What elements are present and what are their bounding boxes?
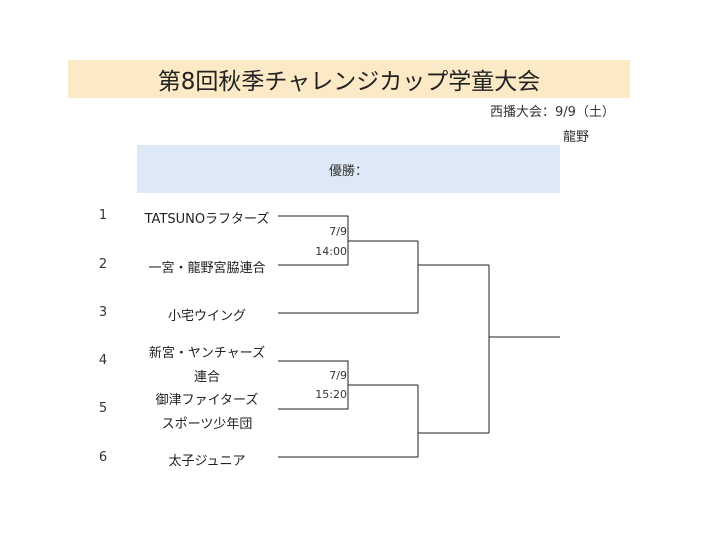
team-name: 太子ジュニア [168,454,246,469]
seed-number: 1 [98,208,108,223]
team-name-line: スポーツ少年団 [161,417,253,432]
team-name-line: 御津ファイターズ [155,393,259,408]
venue-name: 龍野 [563,130,590,145]
winner-box: 優勝： [137,145,560,193]
match-time: 15:20 [315,388,347,401]
tournament-title-band: 第8回秋季チャレンジカップ学童大会 [68,60,630,98]
venue-date: 西播大会：9/9（土） [490,105,615,120]
winner-label: 優勝： [328,163,368,179]
bracket-line [278,360,349,410]
match-date: 7/9 [329,225,347,238]
bracket-line [278,215,349,266]
match-time: 14:00 [315,245,347,258]
seed-number: 2 [98,257,108,272]
team-name-line: 連合 [193,370,220,385]
match-date: 7/9 [329,369,347,382]
team-name: 一宮・龍野宮脇連合 [148,261,266,276]
seed-number: 4 [98,353,108,368]
seed-number: 5 [98,401,108,416]
team-name-line: 新宮・ヤンチャーズ [148,346,266,361]
seed-number: 6 [98,450,108,465]
team-name: TATSUNOラフターズ [144,212,270,227]
seed-number: 3 [98,305,108,320]
tournament-title: 第8回秋季チャレンジカップ学童大会 [157,69,541,95]
team-name: 小宅ウイング [167,309,246,324]
bracket-line [278,385,419,458]
